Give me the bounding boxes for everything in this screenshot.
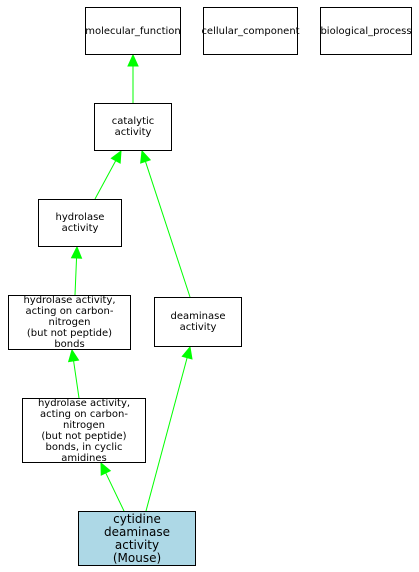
arrowhead <box>140 149 152 164</box>
node-hydrolase-activity[interactable]: hydrolase activity <box>38 199 122 247</box>
node-molecular-function[interactable]: molecular_function <box>85 7 181 55</box>
node-label: hydrolase activity <box>55 212 105 234</box>
node-hydrolase-cyclic-amidines[interactable]: hydrolase activity, acting on carbon-nit… <box>22 397 146 464</box>
edge-line <box>74 257 78 296</box>
node-cytidine-deaminase-focus[interactable]: cytidine deaminase activity (Mouse) <box>78 511 196 566</box>
edge-hydrolase_activity-to-catalytic_activity <box>94 149 122 200</box>
edge-line <box>105 472 125 512</box>
node-label: catalytic activity <box>111 116 155 138</box>
arrowhead <box>100 461 112 476</box>
edge-cytidine_deaminase-to-hydrolase_cn_cyclic <box>100 461 125 512</box>
node-cellular-component[interactable]: cellular_component <box>201 7 300 55</box>
node-label: cellular_component <box>201 25 300 37</box>
node-label: hydrolase activity, acting on carbon-nit… <box>23 295 116 350</box>
edge-hydrolase_cn_cyclic-to-hydrolase_cn <box>67 348 80 399</box>
node-label: cytidine deaminase activity (Mouse) <box>104 511 170 565</box>
node-biological-process[interactable]: biological_process <box>320 7 412 55</box>
edge-line <box>145 357 188 512</box>
node-catalytic-activity[interactable]: catalytic activity <box>94 103 172 151</box>
edge-cytidine_deaminase-to-deaminase_activity <box>145 345 193 512</box>
arrowhead <box>67 348 80 363</box>
edge-deaminase_activity-to-catalytic_activity <box>140 149 191 298</box>
arrowhead <box>181 345 193 360</box>
node-label: molecular_function <box>85 25 181 37</box>
node-hydrolase-carbon-nitrogen[interactable]: hydrolase activity, acting on carbon-nit… <box>8 295 131 350</box>
arrowhead <box>110 149 122 164</box>
edge-line <box>94 160 117 200</box>
edge-line <box>73 360 80 399</box>
edge-catalytic_activity-to-molecular_function <box>127 53 139 103</box>
edge-line <box>144 161 191 298</box>
arrowhead <box>127 53 139 67</box>
node-label: hydrolase activity, acting on carbon-nit… <box>37 397 131 464</box>
node-label: biological_process <box>320 25 412 37</box>
arrowhead <box>70 245 83 259</box>
node-deaminase-activity[interactable]: deaminase activity <box>154 297 242 347</box>
node-label: deaminase activity <box>170 311 226 333</box>
edge-hydrolase_cn-to-hydrolase_activity <box>70 245 83 296</box>
